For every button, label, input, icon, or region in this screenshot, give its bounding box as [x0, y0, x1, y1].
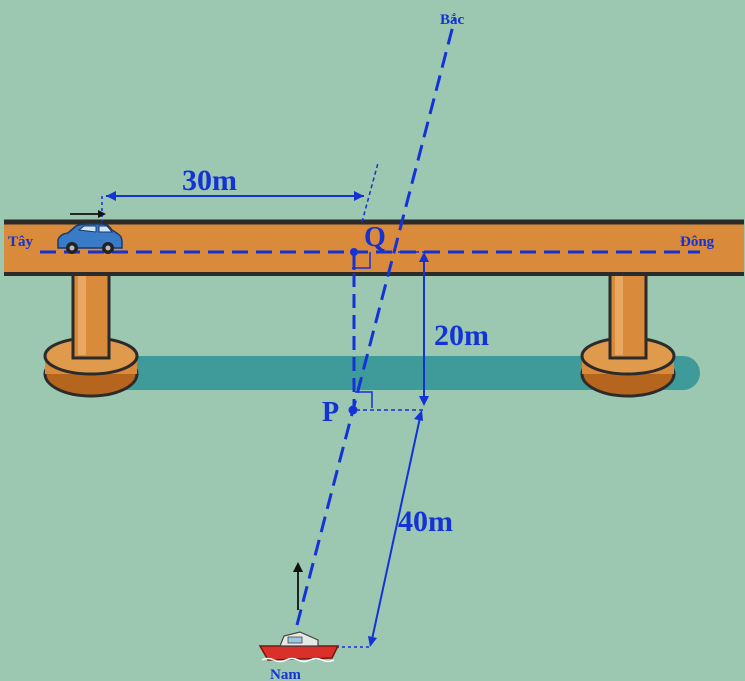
label-east: Đông [680, 234, 715, 250]
right-pillar [580, 270, 676, 398]
q-extension-line [361, 162, 379, 223]
bridge-shadow [110, 356, 700, 390]
point-q [350, 248, 358, 256]
north-south-axis [295, 17, 457, 626]
right-angle-q [354, 252, 371, 269]
point-q-small [352, 266, 356, 270]
left-pillar [43, 270, 139, 398]
label-south: Nam [270, 667, 301, 681]
dim-20m [398, 251, 429, 406]
boat-icon [258, 631, 340, 663]
car-icon [57, 223, 123, 254]
label-point-p: P [322, 397, 339, 428]
arrow-up-icon [293, 562, 303, 610]
label-point-q: Q [364, 222, 386, 253]
dim-30m [101, 191, 364, 222]
label-dist-20m: 20m [434, 319, 489, 352]
label-north: Bắc [440, 12, 465, 28]
label-west: Tây [8, 234, 34, 250]
label-dist-30m: 30m [182, 164, 237, 197]
bridge-deck [4, 219, 744, 276]
point-p [348, 405, 358, 415]
label-dist-40m: 40m [398, 505, 453, 538]
right-angle-p [355, 391, 373, 408]
dim-40m [300, 410, 423, 648]
arrow-right-icon [70, 210, 106, 218]
